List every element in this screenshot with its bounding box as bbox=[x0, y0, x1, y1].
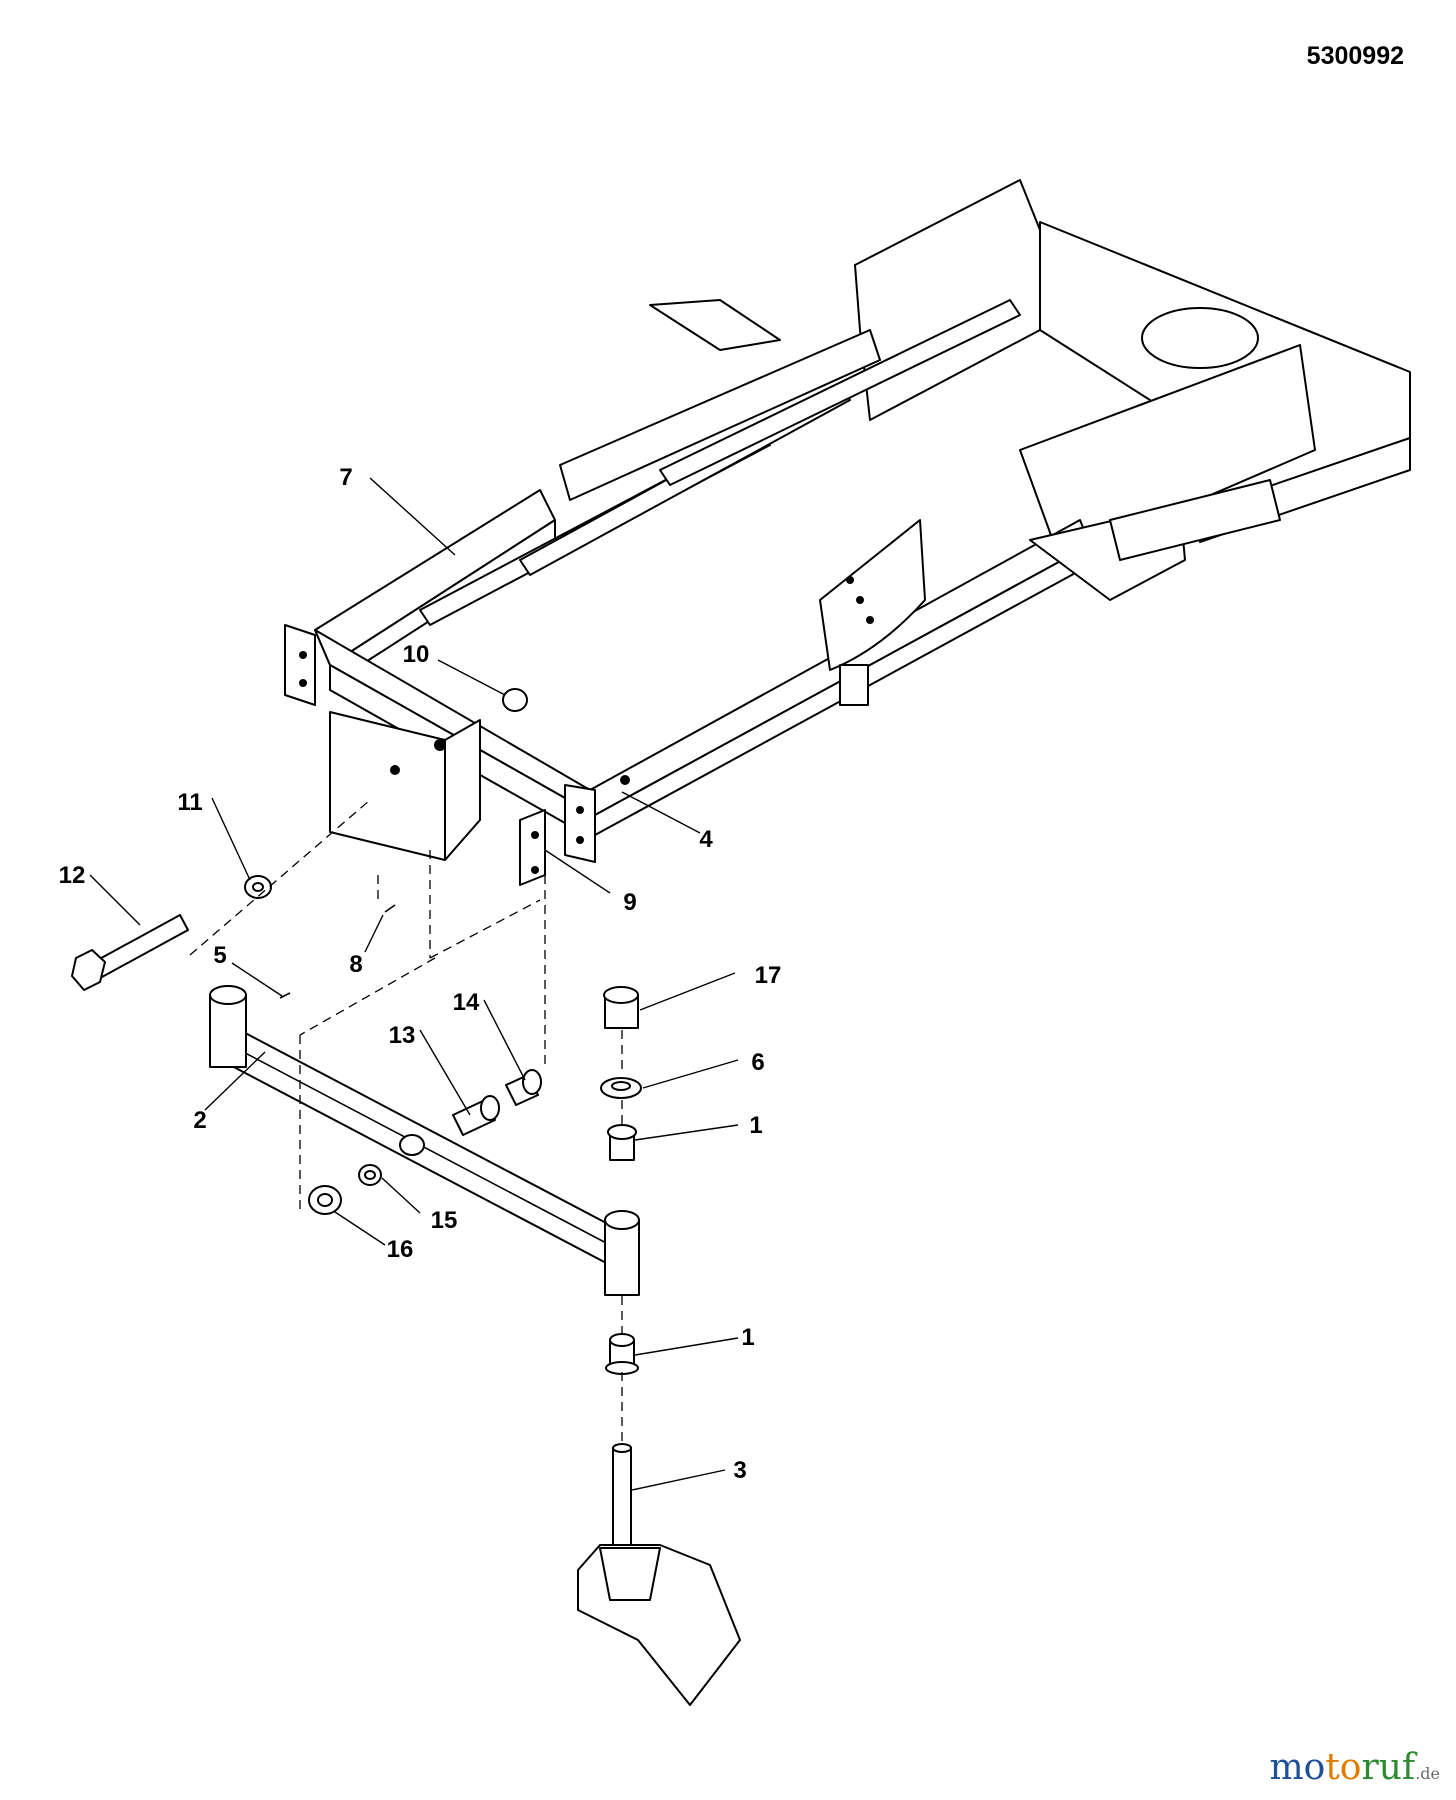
bushing-15 bbox=[358, 1164, 382, 1186]
watermark-suffix: .de bbox=[1415, 1764, 1440, 1783]
callout-6: 6 bbox=[751, 1049, 764, 1076]
callout-9: 9 bbox=[623, 889, 636, 916]
callout-16: 16 bbox=[387, 1236, 414, 1263]
callout-3: 3 bbox=[733, 1457, 746, 1484]
bushing-13 bbox=[452, 1095, 500, 1136]
callout-leaders bbox=[89, 477, 739, 1491]
callout-14: 14 bbox=[453, 989, 480, 1016]
callout-11: 11 bbox=[177, 789, 202, 816]
watermark-logo: motoruf.de bbox=[1270, 1747, 1440, 1788]
watermark-part-3: ruf bbox=[1361, 1747, 1416, 1788]
bushing-14 bbox=[505, 1069, 542, 1106]
callout-4: 4 bbox=[699, 826, 713, 853]
callout-17: 17 bbox=[755, 962, 782, 989]
callout-5: 5 bbox=[213, 942, 226, 969]
callout-1-upper: 1 bbox=[749, 1112, 762, 1139]
drawing-number: 5300992 bbox=[1306, 42, 1404, 70]
bushing-17 bbox=[603, 986, 639, 1029]
spacer-16 bbox=[308, 1185, 342, 1215]
nut-11 bbox=[244, 875, 272, 899]
callout-1-lower: 1 bbox=[741, 1324, 754, 1351]
callout-2: 2 bbox=[193, 1107, 206, 1134]
bolt-12 bbox=[71, 914, 189, 991]
callout-10: 10 bbox=[403, 641, 430, 668]
bushing-1-upper bbox=[607, 1124, 637, 1161]
main-frame bbox=[284, 179, 1411, 886]
callout-8: 8 bbox=[349, 951, 362, 978]
watermark-part-1: mo bbox=[1269, 1747, 1326, 1788]
washer-6 bbox=[600, 1077, 642, 1099]
callout-12: 12 bbox=[59, 862, 86, 889]
nut-10 bbox=[502, 688, 528, 712]
watermark-part-2: to bbox=[1325, 1747, 1362, 1788]
pin-5 bbox=[279, 992, 291, 999]
front-axle bbox=[209, 985, 640, 1296]
pin-8 bbox=[384, 904, 396, 913]
assembly-lines bbox=[189, 799, 623, 1444]
callout-labels: 7 10 4 9 11 12 8 5 2 13 14 15 16 17 6 1 … bbox=[59, 464, 782, 1484]
callout-15: 15 bbox=[431, 1207, 458, 1234]
callout-13: 13 bbox=[389, 1022, 416, 1049]
spindle-3 bbox=[577, 1443, 741, 1706]
callout-7: 7 bbox=[339, 464, 352, 491]
bushing-1-lower bbox=[605, 1333, 639, 1375]
